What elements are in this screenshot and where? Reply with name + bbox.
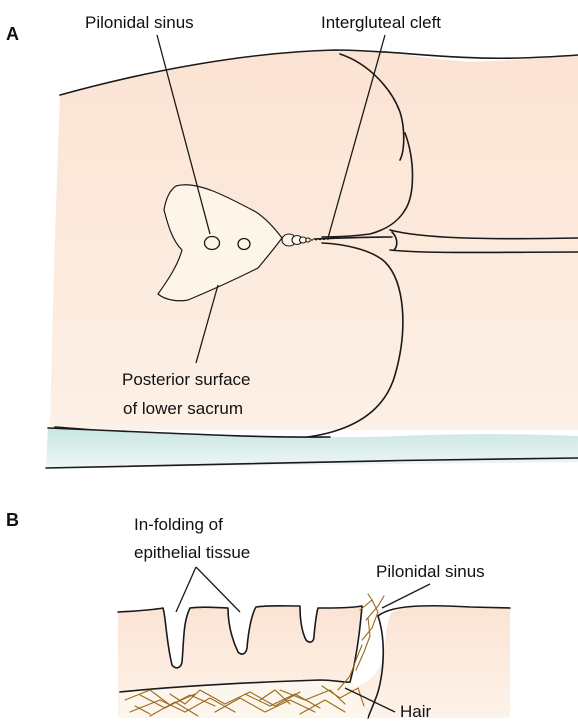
label-pilonidal-sinus-b: Pilonidal sinus (376, 562, 485, 581)
panel-a-letter: A (6, 24, 19, 44)
sinus-opening-1 (205, 237, 220, 250)
label-lower-sacrum: of lower sacrum (123, 399, 243, 418)
label-infolding-2: epithelial tissue (134, 543, 250, 562)
panel-a: A (6, 13, 578, 468)
pilonidal-sinus-b-leader (382, 584, 430, 608)
label-intergluteal-cleft: Intergluteal cleft (321, 13, 441, 32)
label-posterior-surface: Posterior surface (122, 370, 251, 389)
label-hair: Hair (400, 702, 432, 721)
sinus-opening-2 (238, 239, 250, 250)
label-infolding-1: In-folding of (134, 515, 223, 534)
panel-b: B (6, 510, 510, 721)
label-pilonidal-sinus: Pilonidal sinus (85, 13, 194, 32)
infolding-leader-2 (196, 567, 240, 612)
infolding-leader-1 (176, 567, 196, 612)
panel-b-letter: B (6, 510, 19, 530)
